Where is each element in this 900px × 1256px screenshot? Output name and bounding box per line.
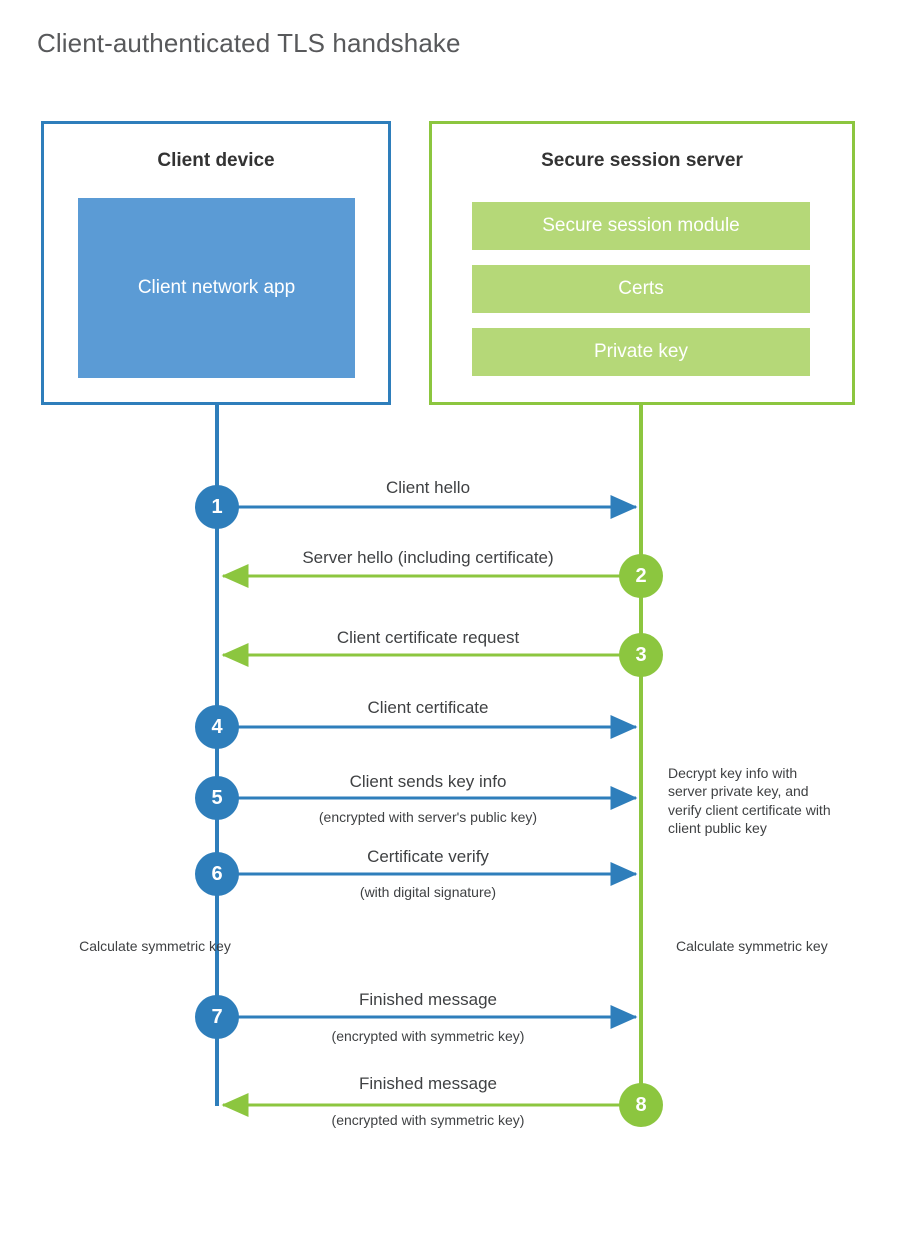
message-label-7: Finished message	[359, 990, 497, 1009]
message-label-6: Certificate verify	[367, 847, 489, 866]
note-client-calculate-symmetric-key: Calculate symmetric key	[79, 938, 231, 954]
message-sublabel-8: (encrypted with symmetric key)	[331, 1112, 525, 1128]
step-marker-4[interactable]: 4	[195, 705, 239, 749]
note-server-calculate-symmetric-key: Calculate symmetric key	[676, 938, 828, 954]
message-label-4: Client certificate	[367, 698, 489, 717]
client-device-title: Client device	[157, 150, 275, 171]
page-title: Client-authenticated TLS handshake	[37, 28, 461, 58]
message-label-3: Client certificate request	[336, 628, 520, 647]
step-marker-6[interactable]: 6	[195, 852, 239, 896]
message-label-2: Server hello (including certificate)	[302, 548, 554, 567]
secure-session-server-title: Secure session server	[541, 150, 743, 171]
client-network-app-block: Client network app	[78, 198, 355, 378]
message-label-1: Client hello	[385, 478, 471, 497]
certs-block: Certs	[472, 265, 810, 313]
secure-session-server-panel: Secure session server Secure session mod…	[429, 121, 855, 405]
step-marker-7[interactable]: 7	[195, 995, 239, 1039]
message-label-8: Finished message	[359, 1074, 497, 1093]
message-sublabel-6: (with digital signature)	[359, 884, 497, 900]
private-key-block: Private key	[472, 328, 810, 376]
step-marker-3[interactable]: 3	[619, 633, 663, 677]
message-sublabel-7: (encrypted with symmetric key)	[331, 1028, 525, 1044]
message-sublabel-5: (encrypted with server's public key)	[318, 809, 538, 825]
step-marker-8[interactable]: 8	[619, 1083, 663, 1127]
client-device-panel: Client device Client network app	[41, 121, 391, 405]
step-marker-2[interactable]: 2	[619, 554, 663, 598]
step-marker-5[interactable]: 5	[195, 776, 239, 820]
secure-session-module-block: Secure session module	[472, 202, 810, 250]
step-marker-1[interactable]: 1	[195, 485, 239, 529]
message-label-5: Client sends key info	[349, 772, 507, 791]
note-server-decrypt: Decrypt key info with server private key…	[668, 765, 831, 837]
